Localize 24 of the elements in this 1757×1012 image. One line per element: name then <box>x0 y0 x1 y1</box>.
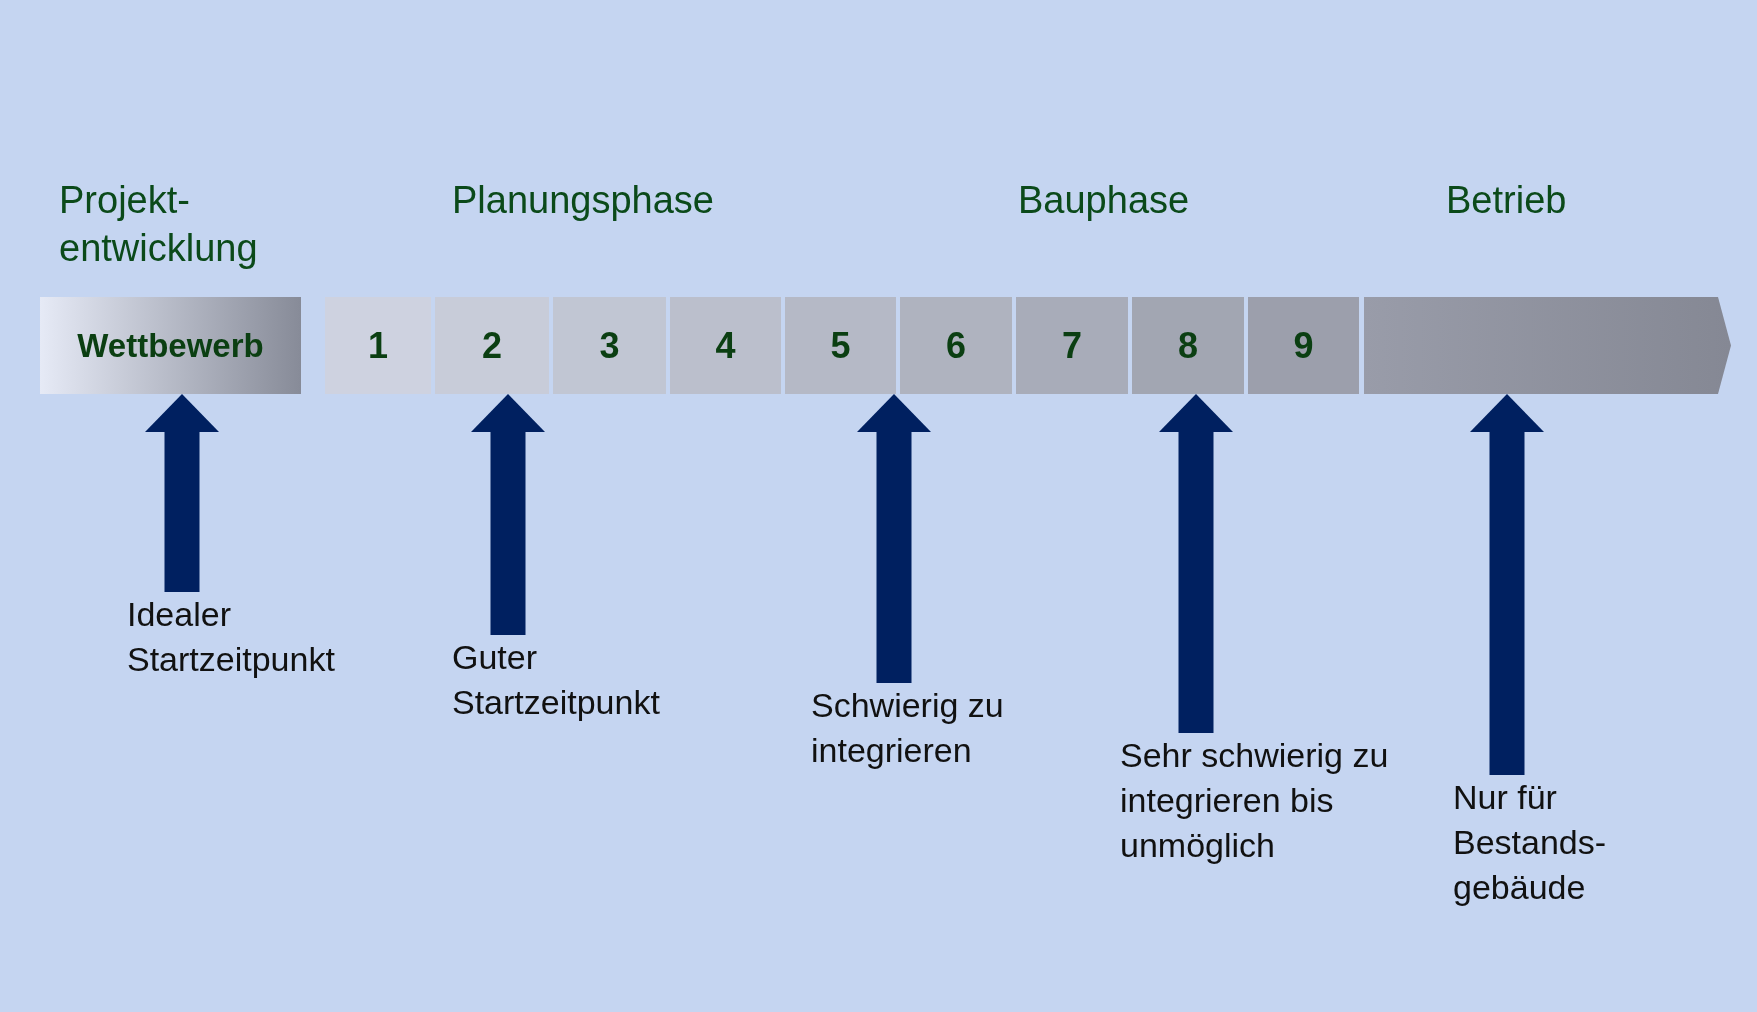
step-box: 4 <box>670 297 781 394</box>
phase-heading: Bauphase <box>1018 178 1191 223</box>
caption-text: Sehr schwierig zu integrieren bis unmöglich <box>1120 733 1410 868</box>
up-arrow <box>1470 394 1544 775</box>
step-box: 2 <box>435 297 549 394</box>
caption-text: Nur für Bestands-gebäude <box>1453 775 1673 910</box>
stage-box: Wettbewerb <box>40 297 301 394</box>
caption-text: Idealer Startzeitpunkt <box>127 592 387 682</box>
step-box: 3 <box>553 297 666 394</box>
phase-heading: Betrieb <box>1446 178 1568 223</box>
up-arrow <box>857 394 931 683</box>
phase-heading: Projekt-entwicklung <box>59 178 259 272</box>
step-box: 9 <box>1248 297 1359 394</box>
phase-heading: Planungsphase <box>452 178 715 223</box>
step-box: 1 <box>325 297 431 394</box>
caption-text: Guter Startzeitpunkt <box>452 635 712 725</box>
step-box: 6 <box>900 297 1012 394</box>
step-box: 7 <box>1016 297 1128 394</box>
caption-text: Schwierig zu integrieren <box>811 683 1071 773</box>
up-arrow <box>471 394 545 635</box>
up-arrow <box>145 394 219 592</box>
up-arrow <box>1159 394 1233 733</box>
step-box: 8 <box>1132 297 1244 394</box>
step-box: 5 <box>785 297 896 394</box>
